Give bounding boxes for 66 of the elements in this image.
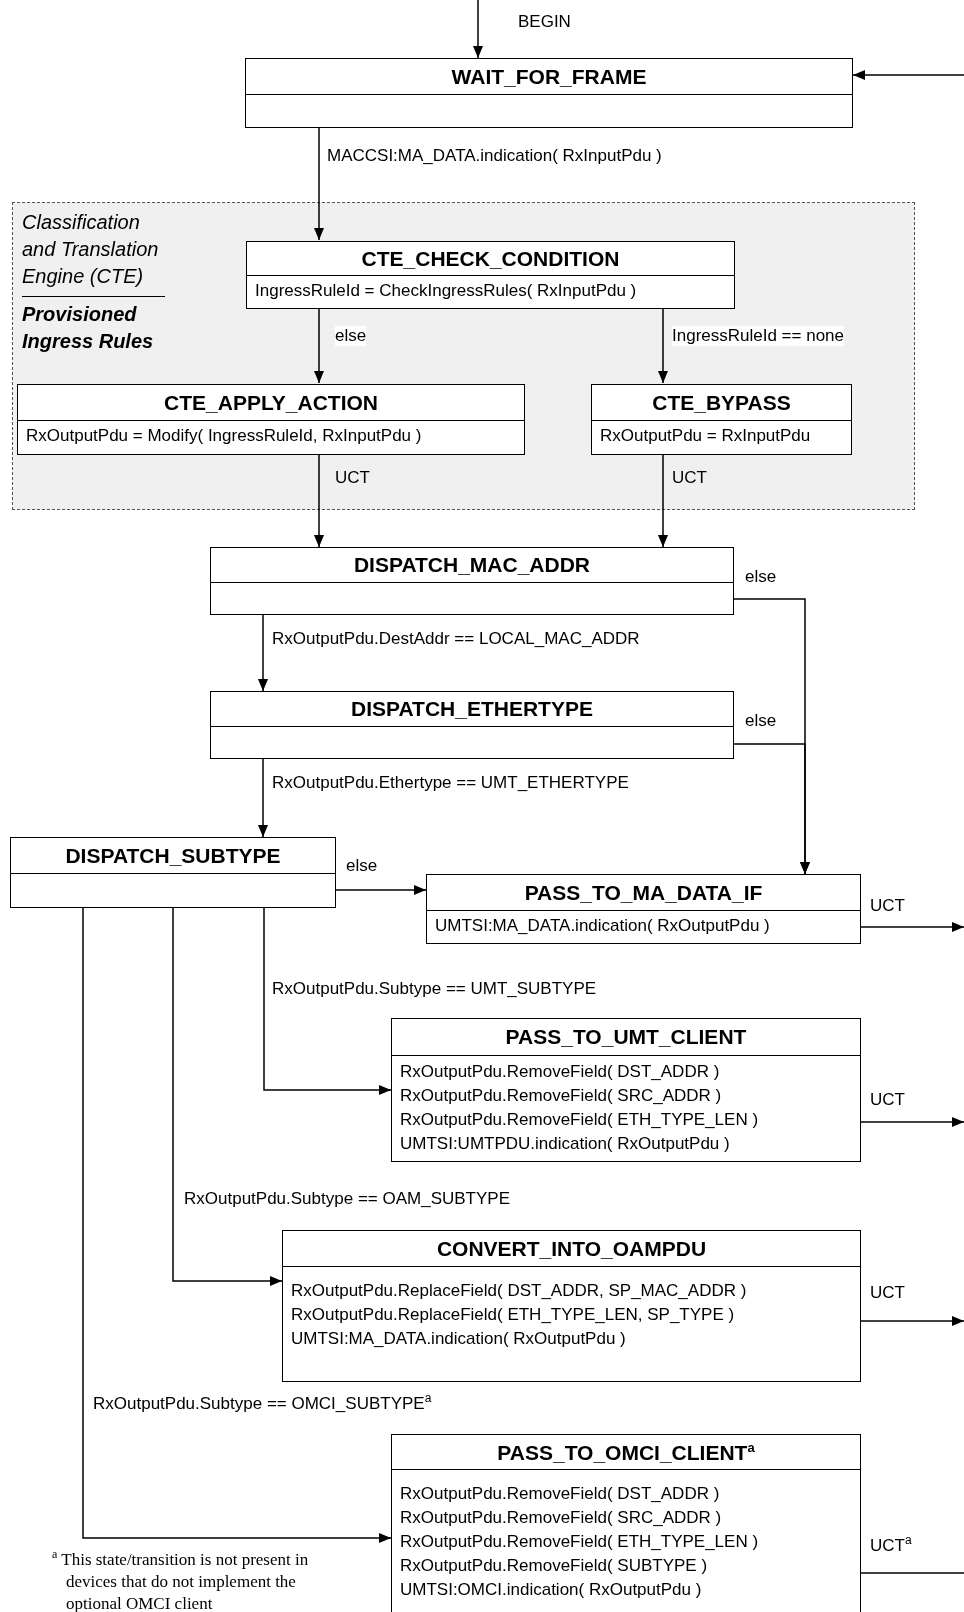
state-name: PASS_TO_OMCI_CLIENT$^{a}$ xyxy=(497,1439,755,1465)
state-name: PASS_TO_MA_DATA_IF xyxy=(524,880,763,905)
state-action: UMTSI:UMTPDU.indication( RxOutputPdu ) xyxy=(400,1133,731,1155)
transition-arrow xyxy=(263,907,392,1095)
state-action: RxOutputPdu.RemoveField( ETH_TYPE_LEN ) xyxy=(400,1109,760,1131)
transition-arrow xyxy=(258,614,268,692)
edge-label: RxOutputPdu.Subtype == UMT_SUBTYPE xyxy=(272,979,597,999)
transition-arrow xyxy=(860,922,964,932)
footnote: $^{a}$ This state/transition is not present in devices that do not implement the optional OMCI client xyxy=(52,1546,310,1612)
state-name: CONVERT_INTO_OAMPDU xyxy=(436,1236,707,1261)
state-action: RxOutputPdu = RxInputPdu xyxy=(600,425,812,447)
state-action: IngressRuleId = CheckIngressRules( RxInputPdu ) xyxy=(255,280,638,302)
transition-arrow xyxy=(258,758,268,838)
transition-arrow xyxy=(658,453,668,548)
transition-arrow xyxy=(82,907,392,1543)
state-action: RxOutputPdu.RemoveField( ETH_TYPE_LEN ) xyxy=(400,1531,760,1553)
state-name: CTE_CHECK_CONDITION xyxy=(361,246,620,271)
state-name: DISPATCH_ETHERTYPE xyxy=(351,697,593,721)
state-box xyxy=(210,691,734,759)
state-action: RxOutputPdu.ReplaceField( DST_ADDR, SP_MAC_ADDR ) xyxy=(291,1280,748,1302)
state-name: CTE_APPLY_ACTION xyxy=(164,390,378,415)
state-action: RxOutputPdu.RemoveField( SRC_ADDR ) xyxy=(400,1507,723,1529)
state-action: UMTSI:MA_DATA.indication( RxOutputPdu ) xyxy=(435,915,771,937)
group-title: Classification and Translation Engine (CTE) xyxy=(22,210,160,289)
state-box xyxy=(591,384,852,455)
transition-arrow xyxy=(314,127,324,241)
transition-arrow xyxy=(335,885,427,895)
edge-label: RxOutputPdu.Subtype == OAM_SUBTYPE xyxy=(184,1189,510,1209)
state-action: RxOutputPdu.RemoveField( DST_ADDR ) xyxy=(400,1483,721,1505)
edge-label: MACCSI:MA_DATA.indication( RxInputPdu ) xyxy=(327,146,662,166)
state-box xyxy=(210,547,734,615)
transition-arrow xyxy=(314,307,324,384)
state-box xyxy=(10,837,336,908)
state-name: DISPATCH_MAC_ADDR xyxy=(353,553,591,577)
state-box xyxy=(282,1230,861,1382)
transition-arrow xyxy=(172,907,283,1286)
state-box xyxy=(391,1018,861,1162)
state-action: RxOutputPdu.ReplaceField( ETH_TYPE_LEN, SP_TYPE ) xyxy=(291,1304,736,1326)
state-box xyxy=(426,874,861,944)
state-name: WAIT_FOR_FRAME xyxy=(451,64,647,89)
edge-label: RxOutputPdu.Ethertype == UMT_ETHERTYPE xyxy=(272,773,629,793)
group-subtitle: Provisioned Ingress Rules xyxy=(22,302,155,354)
state-name: PASS_TO_UMT_CLIENT xyxy=(505,1025,747,1049)
group-region xyxy=(12,202,915,510)
state-action: UMTSI:MA_DATA.indication( RxOutputPdu ) xyxy=(291,1328,627,1350)
state-action: RxOutputPdu.RemoveField( SUBTYPE ) xyxy=(400,1555,709,1577)
state-box xyxy=(246,241,735,309)
state-action: RxOutputPdu = Modify( IngressRuleId, RxInputPdu ) xyxy=(26,425,423,447)
state-box xyxy=(17,384,525,455)
edge-label: RxOutputPdu.DestAddr == LOCAL_MAC_ADDR xyxy=(272,629,640,649)
transition-arrow xyxy=(733,743,810,875)
edge-label: IngressRuleId == none xyxy=(672,326,844,346)
edge-label: else xyxy=(335,326,367,346)
state-action: RxOutputPdu.RemoveField( DST_ADDR ) xyxy=(400,1061,721,1083)
state-name: DISPATCH_SUBTYPE xyxy=(65,843,281,868)
state-action: UMTSI:OMCI.indication( RxOutputPdu ) xyxy=(400,1579,703,1601)
state-action: RxOutputPdu.RemoveField( SRC_ADDR ) xyxy=(400,1085,723,1107)
state-box xyxy=(245,58,853,128)
transition-arrow xyxy=(314,453,324,548)
state-box xyxy=(391,1434,861,1612)
transition-arrow xyxy=(860,1316,964,1326)
transition-arrow xyxy=(473,0,483,59)
transition-arrow xyxy=(852,70,964,80)
state-name: CTE_BYPASS xyxy=(652,390,791,415)
transition-arrow xyxy=(860,1117,964,1127)
transition-arrow xyxy=(658,307,668,384)
